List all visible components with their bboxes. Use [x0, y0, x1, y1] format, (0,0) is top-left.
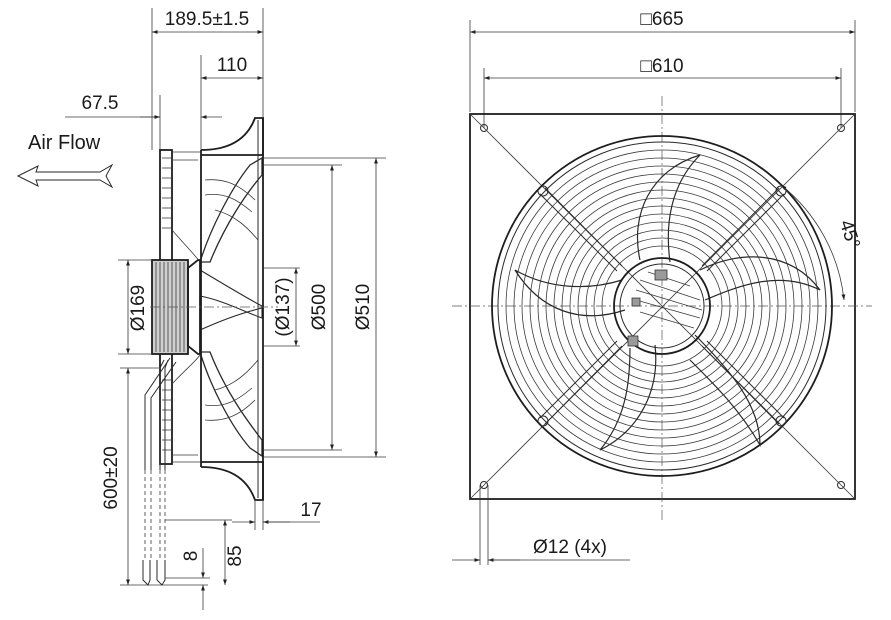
dim-hole-square: □610	[640, 56, 683, 77]
dim-blade-dia: Ø500	[309, 284, 330, 330]
dim-hole-dia: Ø12 (4x)	[533, 537, 607, 558]
dim-outer-square: □665	[640, 9, 683, 30]
dim-housing-depth: 110	[217, 55, 247, 76]
dim-ring-dia: Ø510	[353, 284, 374, 330]
dim-angle: 45°	[835, 217, 864, 251]
dim-front-offset: 67.5	[82, 93, 119, 114]
dim-overall-depth: 189.5±1.5	[165, 9, 249, 30]
mounting-hole-icon	[480, 124, 845, 489]
airflow-arrow-icon	[16, 163, 114, 189]
dim-lead-length: 85	[225, 545, 246, 566]
airflow-label: Air Flow	[28, 132, 101, 154]
dim-flange-thickness: 17	[300, 500, 321, 521]
dim-motor-dia: Ø169	[128, 285, 149, 331]
dim-cable-length: 600±20	[101, 446, 122, 509]
dim-hub-dia: (Ø137)	[273, 277, 294, 336]
side-view: 189.5±1.5 110 67.5 Air Flow	[16, 8, 386, 610]
dim-strip-length: 8	[181, 551, 202, 562]
front-view: □665 □610	[452, 9, 872, 565]
